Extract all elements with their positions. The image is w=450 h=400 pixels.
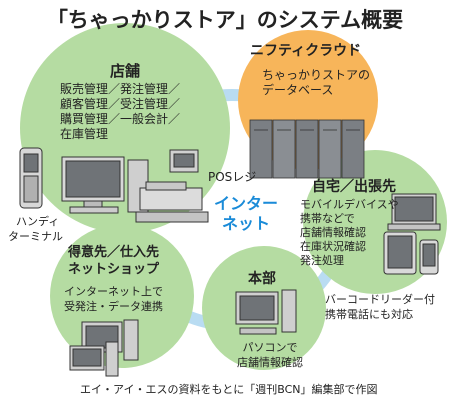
customer-heading-line: 得意先／仕入先: [68, 245, 160, 260]
page-title: 「ちゃっかりストア」のシステム概要: [46, 8, 404, 32]
mobile-devices-icon: [383, 193, 441, 275]
store-items: 販売管理／発注管理／ 顧客管理／受注管理／ 購買管理／一般会計／ 在庫管理: [60, 82, 180, 142]
barcode-line: バーコードリーダー付: [325, 293, 435, 306]
home-heading: 自宅／出張先: [312, 179, 396, 195]
handy-line: ターミナル: [8, 230, 63, 243]
handy-terminal-icon: [19, 147, 43, 209]
barcode-line: 携帯電話にも対応: [325, 308, 413, 321]
server-rack-icon: [249, 119, 365, 179]
customer-heading: 得意先／仕入先 ネットショップ: [68, 244, 159, 278]
pos-label: POSレジ: [208, 170, 257, 184]
handy-label: ハンディ ターミナル: [8, 214, 63, 244]
customer-line: インターネット上で: [64, 285, 163, 298]
internet-label-2: ネット: [222, 214, 271, 233]
home-lines: モバイルデバイスや 携帯などで 店舗情報確認 在庫状況確認 発注処理: [300, 198, 399, 268]
hq-heading: 本部: [248, 271, 276, 287]
pos-register-icon: [135, 149, 209, 223]
barcode-note: バーコードリーダー付 携帯電話にも対応: [325, 292, 435, 322]
store-item: 在庫管理: [60, 127, 109, 141]
store-heading: 店舗: [110, 62, 141, 80]
customer-heading-line: ネットショップ: [68, 262, 160, 277]
hq-lines: パソコンで 店舗情報確認: [230, 340, 310, 370]
home-line: 在庫状況確認: [300, 240, 366, 253]
footer-credit: エイ・アイ・エスの資料をもとに「週刊BCN」編集部で作図: [80, 383, 378, 396]
home-line: 店舗情報確認: [300, 226, 366, 239]
hq-line: 店舗情報確認: [237, 356, 303, 369]
customer-pcs-icon: [69, 319, 139, 377]
hq-pc-icon: [235, 289, 297, 335]
cloud-lines: ちゃっかりストアの データベース: [262, 68, 370, 98]
handy-line: ハンディ: [16, 215, 60, 228]
home-line: 発注処理: [300, 254, 344, 267]
pc-icon: [61, 156, 149, 214]
home-line: モバイルデバイスや: [300, 198, 399, 211]
store-item: 購買管理／一般会計／: [60, 112, 181, 126]
customer-line: 受発注・データ連携: [64, 300, 163, 313]
internet-label-1: インター: [214, 194, 279, 213]
hq-line: パソコンで: [242, 341, 298, 354]
cloud-heading: ニフティクラウド: [250, 43, 362, 59]
store-item: 販売管理／発注管理／: [60, 82, 181, 96]
cloud-line: ちゃっかりストアの: [262, 68, 371, 82]
customer-lines: インターネット上で 受発注・データ連携: [64, 284, 163, 314]
cloud-line: データベース: [262, 83, 334, 97]
store-item: 顧客管理／受注管理／: [60, 97, 181, 111]
home-line: 携帯などで: [300, 212, 355, 225]
